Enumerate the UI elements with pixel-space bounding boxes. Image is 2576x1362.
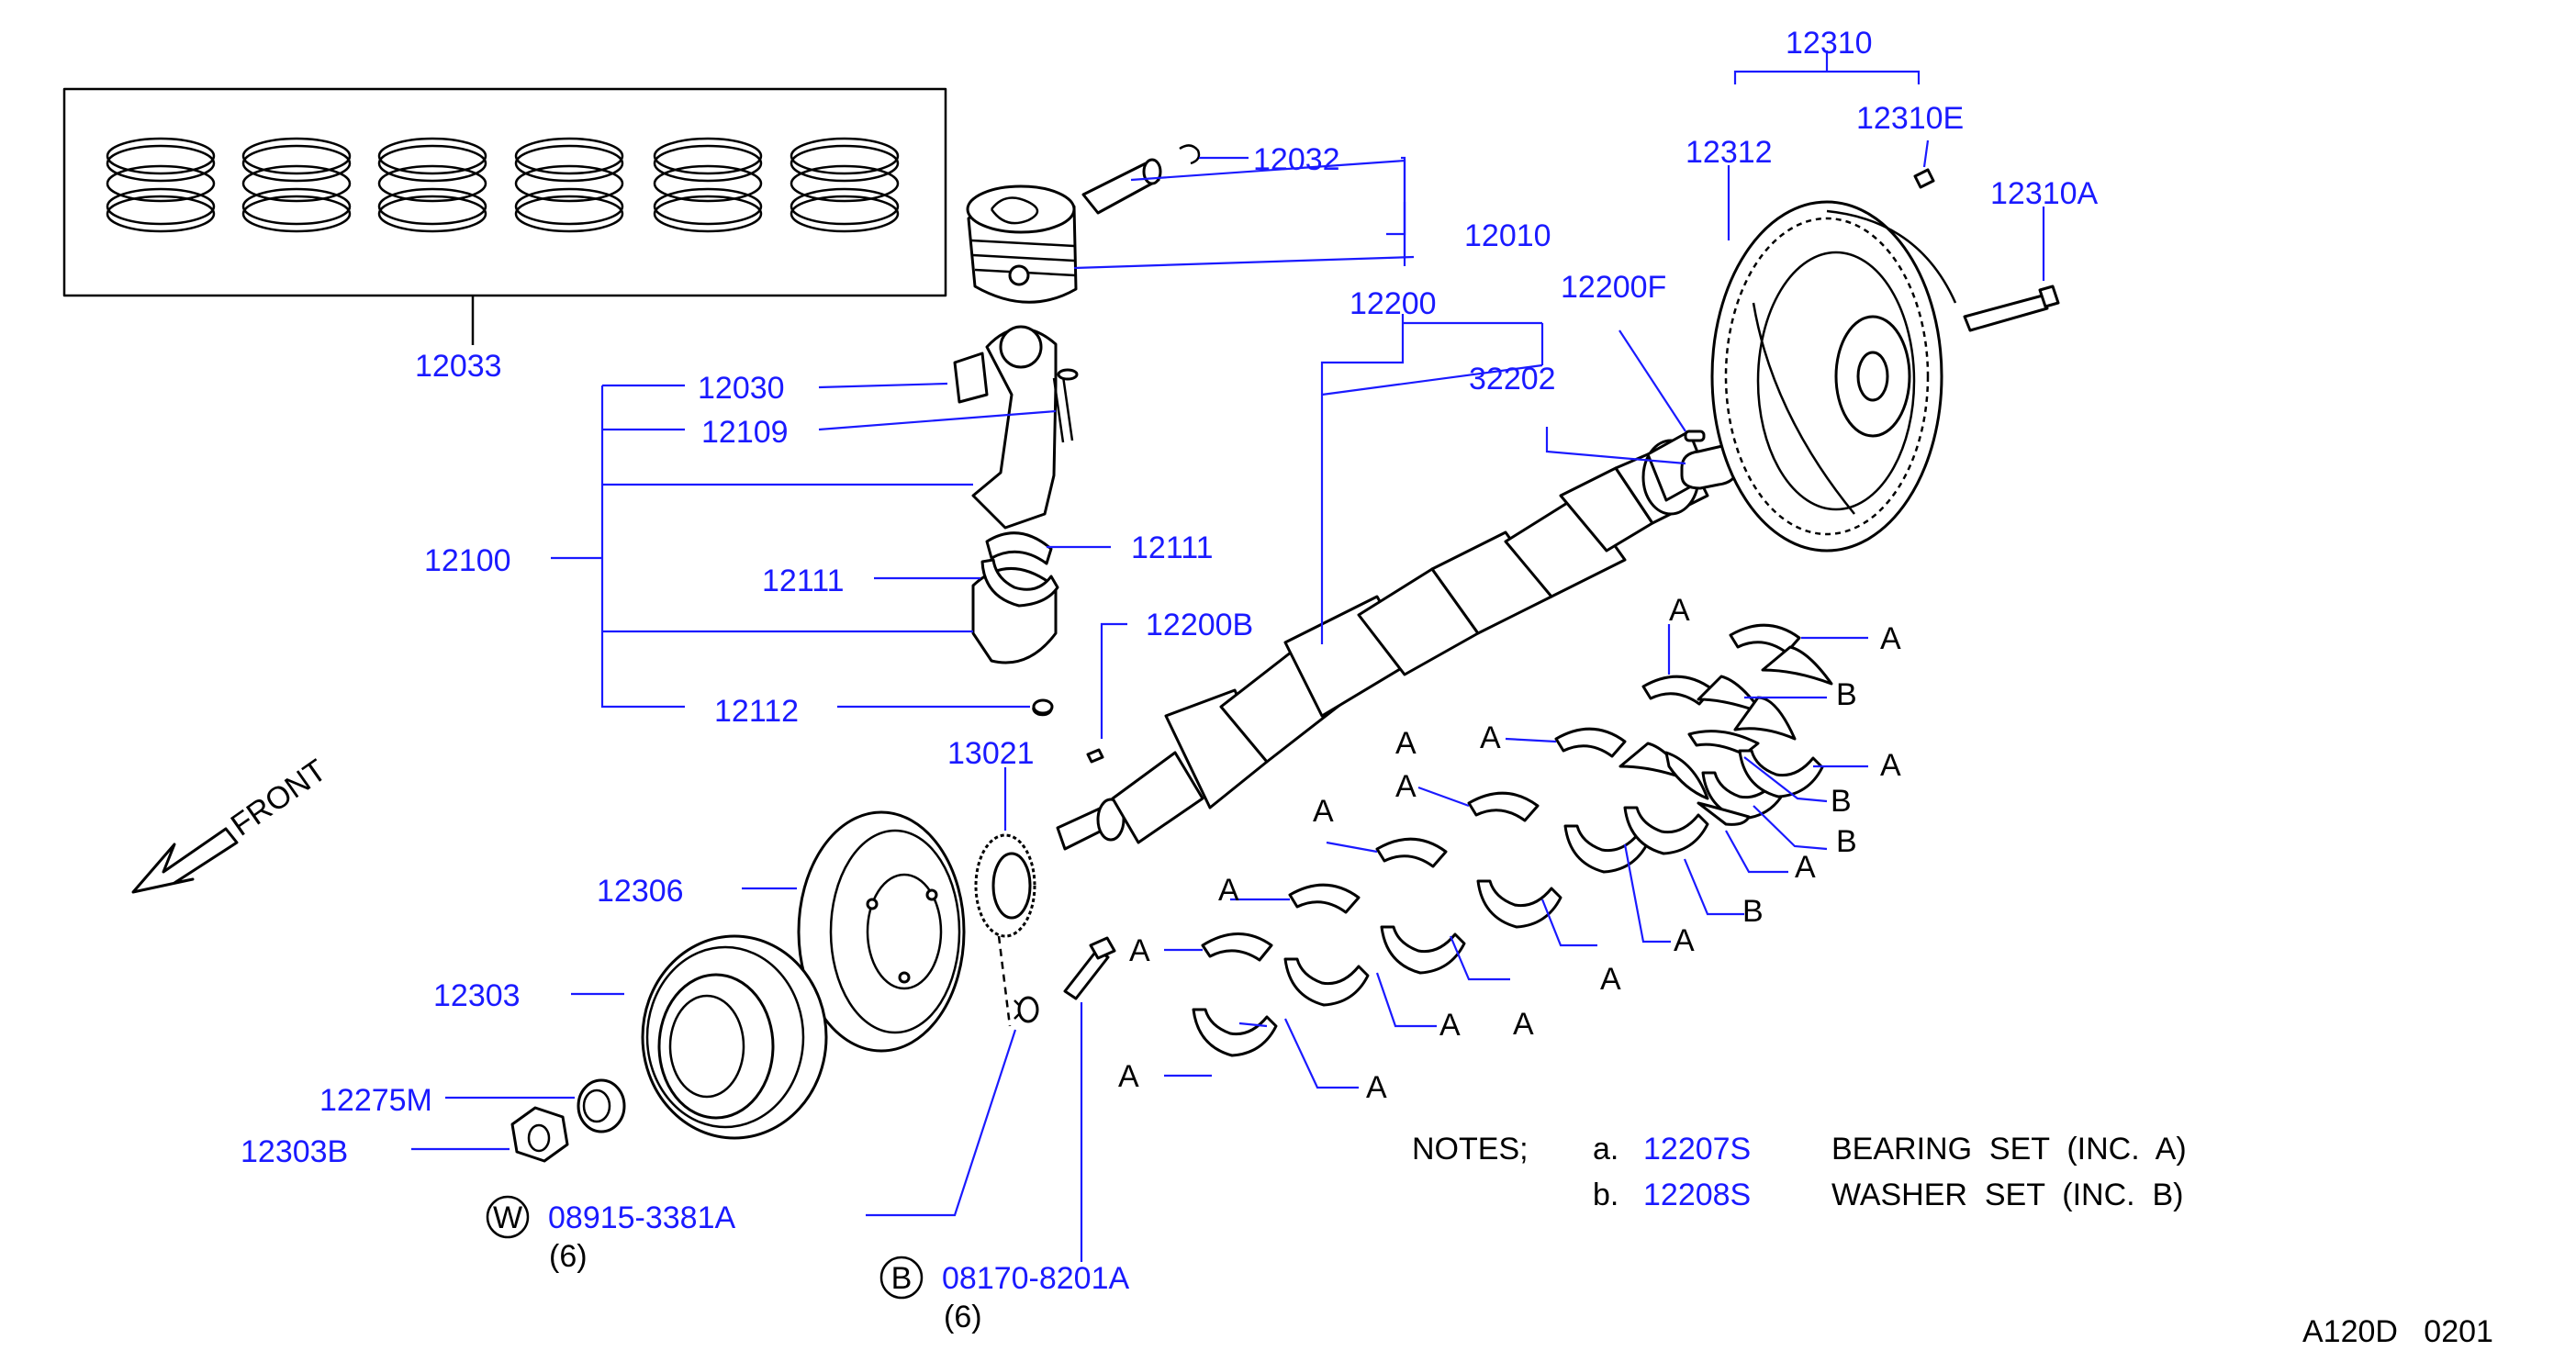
flywheel-dowel-illustration (1913, 168, 1935, 189)
crankshaft-illustration (1056, 430, 1709, 851)
notes-block: NOTES; a. 12207S BEARING SET (INC. A) b.… (1412, 1132, 2187, 1212)
note-b-part: 12208S (1643, 1178, 1751, 1212)
flywheel-bolt-illustration (1963, 285, 2060, 332)
label-12306: 12306 (597, 874, 684, 909)
letter-a: A (1600, 962, 1621, 997)
letter-a: A (1669, 593, 1690, 628)
label-12200F: 12200F (1561, 270, 1666, 305)
leader-lines (411, 50, 2045, 1262)
letter-leader-lines (1164, 624, 1868, 1089)
label-32202: 32202 (1469, 362, 1556, 396)
label-12303: 12303 (433, 978, 521, 1013)
qty-w: (6) (549, 1239, 588, 1274)
crank-key-illustration (1086, 748, 1104, 764)
letter-a: A (1313, 794, 1334, 829)
pulley-nut-illustration (510, 1106, 569, 1163)
letter-b: B (1836, 824, 1857, 859)
label-13021: 13021 (947, 736, 1035, 771)
label-12109: 12109 (701, 415, 789, 450)
label-12032: 12032 (1253, 142, 1340, 177)
letter-a: A (1480, 720, 1501, 755)
label-12111-upper: 12111 (1131, 530, 1214, 565)
pulley-bolt-illustration (1063, 936, 1116, 1000)
label-12111-lower: 12111 (762, 564, 845, 598)
label-12100: 12100 (424, 543, 511, 578)
crank-damper-illustration (641, 934, 828, 1140)
letter-a: A (1880, 748, 1901, 783)
label-12033: 12033 (415, 349, 502, 384)
letter-a: A (1674, 923, 1695, 958)
connecting-rod-illustration (953, 325, 1079, 717)
pulley-washer-illustration (1014, 996, 1039, 1023)
note-a-key: a. (1593, 1132, 1618, 1167)
flywheel-illustration (1710, 200, 1957, 553)
label-12310E: 12310E (1856, 101, 1964, 136)
note-a-part: 12207S (1643, 1132, 1751, 1167)
letter-a: A (1439, 1008, 1461, 1043)
bearing-letter-labels: A A A A A A A A A B A B B A B A A A A A (1118, 593, 1901, 1105)
letter-a: A (1795, 850, 1816, 885)
crank-pulley-illustration (797, 810, 966, 1053)
diagram-code: A120D 0201 (2302, 1314, 2493, 1349)
letter-a: A (1513, 1007, 1534, 1042)
label-08915-3381A: 08915-3381A (548, 1200, 736, 1235)
letter-a: A (1366, 1070, 1387, 1105)
label-12030: 12030 (698, 371, 785, 406)
label-12200B: 12200B (1146, 608, 1253, 642)
letter-a: A (1118, 1059, 1139, 1094)
pulley-bolt-dash-line (997, 935, 1012, 1027)
spacer-illustration (577, 1078, 626, 1133)
label-12312: 12312 (1686, 135, 1773, 170)
label-12200: 12200 (1350, 286, 1437, 321)
timing-gear-illustration (974, 833, 1036, 938)
note-b-key: b. (1593, 1178, 1618, 1212)
circle-w-letter: W (493, 1200, 522, 1235)
note-a-text: BEARING SET (INC. A) (1831, 1132, 2187, 1167)
circle-b-icon (879, 1256, 924, 1300)
notes-title: NOTES; (1412, 1132, 1529, 1167)
letter-b: B (1831, 784, 1852, 819)
front-arrow-icon (131, 827, 239, 894)
letter-a: A (1395, 769, 1417, 804)
circle-w-icon (486, 1195, 530, 1239)
letter-a: A (1880, 621, 1901, 656)
pilot-bushing-illustration (1684, 430, 1706, 442)
note-b-text: WASHER SET (INC. B) (1831, 1178, 2183, 1212)
letter-b: B (1742, 894, 1764, 929)
letter-a: A (1129, 933, 1150, 968)
circle-b-letter: B (891, 1261, 913, 1296)
piston-ring-set-illustration (62, 87, 947, 297)
piston-illustration (966, 184, 1078, 304)
letter-a: A (1395, 726, 1417, 761)
label-08170-8201A: 08170-8201A (942, 1261, 1130, 1296)
label-12310: 12310 (1786, 26, 1873, 61)
label-12303B: 12303B (241, 1134, 348, 1169)
snap-ring-illustration (1179, 144, 1201, 165)
letter-a: A (1218, 873, 1239, 908)
qty-b: (6) (944, 1300, 982, 1334)
label-12310A: 12310A (1990, 176, 2099, 211)
piston-pin-illustration (1081, 158, 1162, 215)
label-12010: 12010 (1464, 218, 1551, 253)
letter-b: B (1836, 677, 1857, 712)
conrod-bearing-illustration (980, 531, 1059, 608)
label-12112: 12112 (714, 694, 799, 729)
front-label: FRONT (225, 753, 333, 843)
label-12275M: 12275M (319, 1083, 432, 1118)
